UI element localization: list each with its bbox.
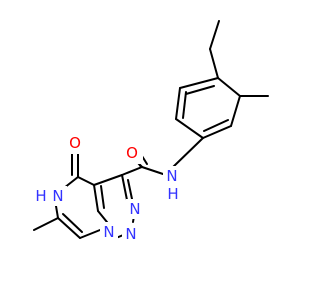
bond-pyr-4	[57, 217, 81, 239]
bond-core-2	[93, 184, 99, 212]
bond-benzene-4	[175, 118, 204, 139]
bond-ethyl-ch2	[209, 48, 219, 79]
bond-layer	[33, 20, 269, 239]
bond-benzene-3	[202, 125, 232, 139]
bond-benzene-5b	[182, 91, 187, 119]
hydrogen-amide-label: H	[167, 185, 178, 203]
bond-core-4b	[127, 179, 133, 200]
bond-pyr-5	[79, 229, 101, 239]
bond-benzene-6b	[185, 85, 215, 95]
atom-layer: O O N H N H N N N	[33, 132, 182, 244]
bond-n-carbonyl	[141, 166, 164, 175]
nitrogen-triazole-a-label: N	[129, 200, 140, 218]
bond-core-4	[121, 174, 128, 201]
oxygen-amide-label: O	[126, 144, 138, 162]
nitrogen-amide-label: N	[166, 167, 177, 185]
bond-benzene-6	[179, 77, 219, 89]
bond-pyr-4b	[62, 213, 83, 233]
hydrogen-lactam-label: H	[35, 187, 46, 205]
bond-pyr-3	[55, 205, 59, 219]
oxygen-ring-label: O	[69, 134, 81, 152]
bond-carbonyl-c	[121, 166, 143, 176]
bond-pyr-1	[77, 176, 95, 186]
bond-aryl-n	[171, 137, 204, 169]
molecule-canvas: O O N H N H N N N	[33, 20, 269, 244]
bond-benzene-2	[230, 95, 241, 127]
bond-core-2b	[100, 185, 105, 209]
bond-ethyl-ch3	[209, 20, 220, 50]
nitrogen-bridge-label: N	[103, 223, 114, 241]
nitrogen-triazole-b-label: N	[125, 225, 136, 243]
bond-benzene-5	[175, 87, 181, 120]
bond-benzene-1	[217, 77, 241, 97]
bond-pyr-methyl	[33, 217, 59, 231]
bond-core-1	[93, 174, 123, 186]
bond-benzene-3b	[203, 119, 229, 132]
nitrogen-lactam-label: N	[52, 187, 63, 205]
structure-diagram: O O N H N H N N N	[33, 20, 269, 244]
